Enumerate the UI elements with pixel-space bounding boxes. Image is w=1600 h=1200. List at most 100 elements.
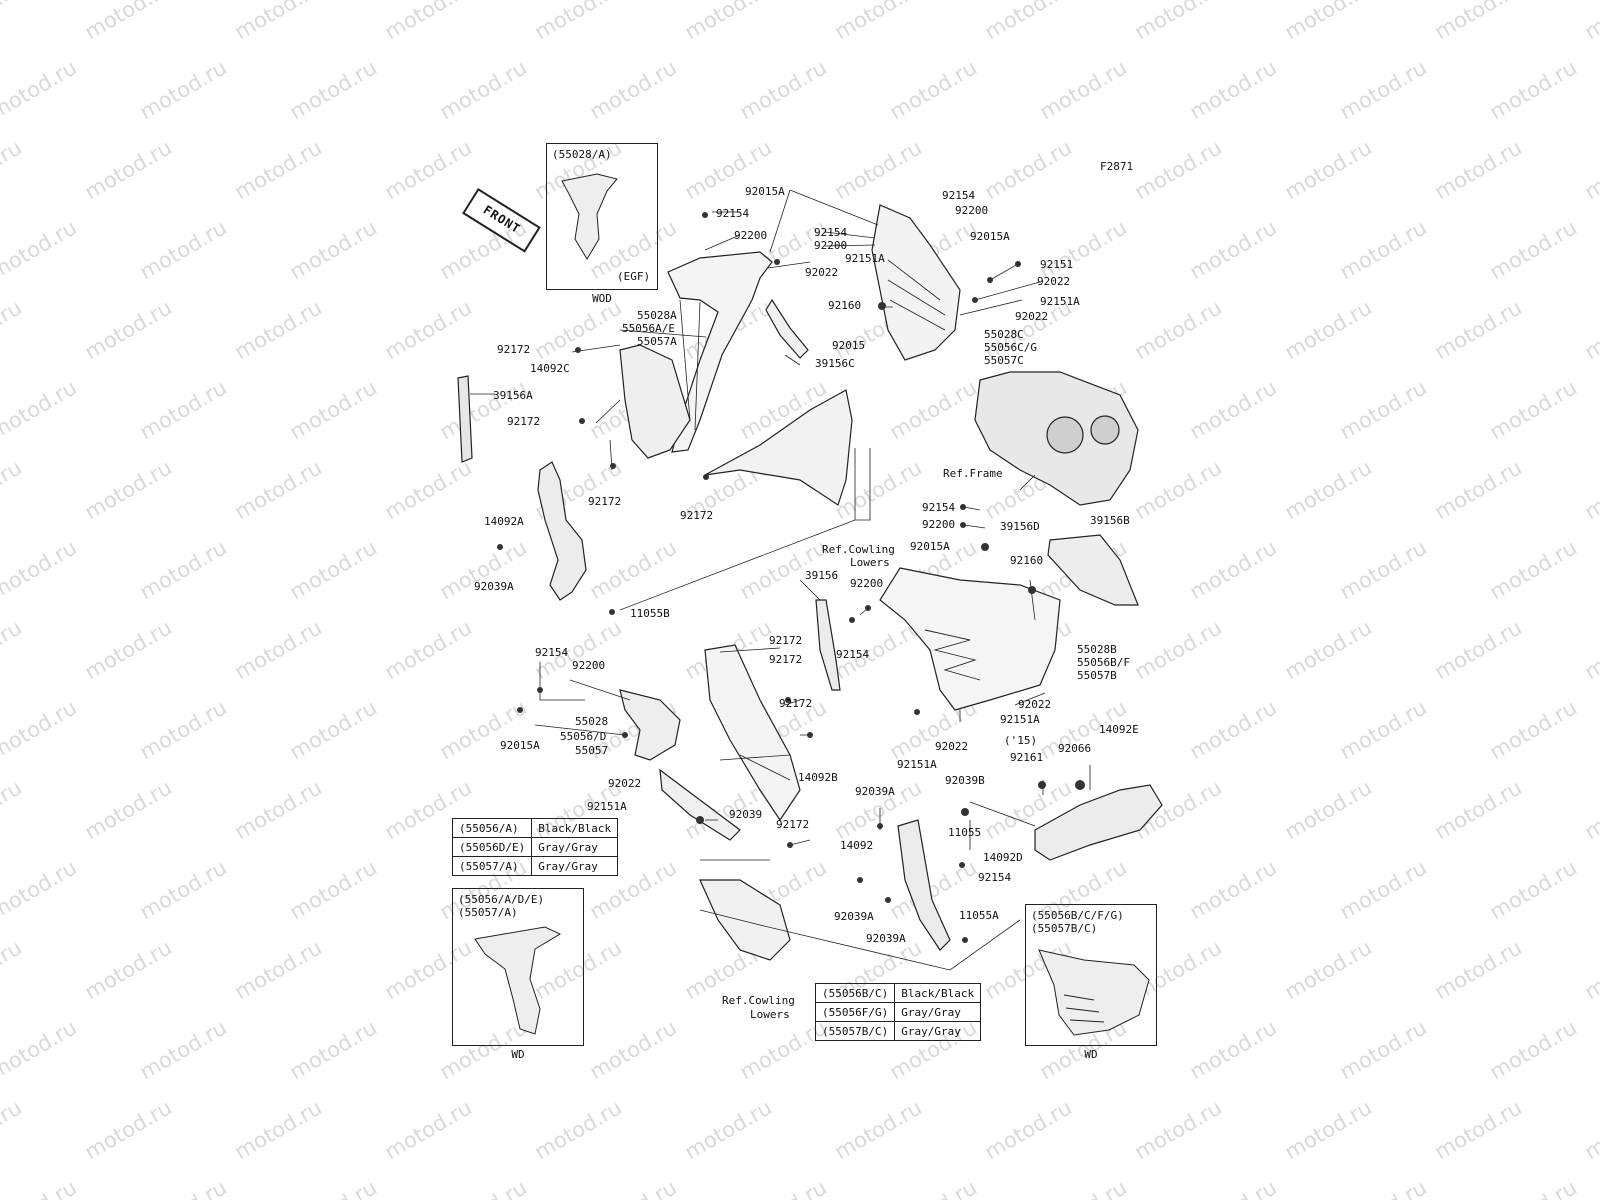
strip-39156c-shape — [765, 298, 809, 359]
part-label: 92154 — [942, 189, 976, 202]
strip-39156-shape — [815, 599, 841, 691]
part-label: 55057C — [984, 354, 1024, 367]
part-label: 39156D — [1000, 520, 1040, 533]
table-cell: (55056D/E) — [451, 837, 533, 857]
table-cell: Black/Black — [894, 983, 982, 1003]
part-label: 92200 — [955, 204, 989, 217]
inset-right-box: (55056B/C/F/G) (55057B/C) WD — [1025, 904, 1157, 1061]
part-label: 92200 — [922, 518, 956, 531]
part-label: 92039A — [834, 910, 874, 923]
part-label: Lowers — [750, 1008, 790, 1021]
part-label: 92154 — [922, 501, 956, 514]
part-label: 92039B — [945, 774, 985, 787]
table-cell: Black/Black — [531, 818, 619, 838]
inset-right-foot: WD — [1084, 1048, 1098, 1061]
part-label: 55028 — [575, 715, 609, 728]
part-label: 92172 — [776, 818, 810, 831]
inset-top-sub: (EGF) — [617, 270, 651, 283]
part-label: 92015A — [970, 230, 1010, 243]
table-cell: (55056B/C) — [814, 983, 896, 1003]
fastener-dots — [497, 212, 1085, 943]
part-label: 55056B/F — [1077, 656, 1130, 669]
part-label: Ref.Cowling — [722, 994, 795, 1007]
part-label: 11055A — [959, 909, 999, 922]
upper-right-fairing-shape — [871, 204, 961, 361]
part-label: 92015A — [500, 739, 540, 752]
bracket-14092-shape — [897, 819, 951, 951]
part-label: 14092D — [983, 851, 1023, 864]
part-label: 92172 — [779, 697, 813, 710]
table-cell: (55056/A) — [451, 818, 533, 838]
part-label: 55057B — [1077, 669, 1117, 682]
part-label: 14092B — [798, 771, 838, 784]
inset-top-part-shape — [561, 173, 618, 260]
part-label: 14092C — [530, 362, 570, 375]
part-label: 92172 — [769, 634, 803, 647]
part-label: 92172 — [507, 415, 541, 428]
part-label: 92172 — [588, 495, 622, 508]
inset-left-foot: WD — [511, 1048, 525, 1061]
left-small-cowl-shape — [619, 689, 681, 761]
color-table-right: (55056B/C)Black/Black (55056F/G)Gray/Gra… — [814, 983, 982, 1041]
part-label: 55028B — [1077, 643, 1117, 656]
part-label: 39156C — [815, 357, 855, 370]
table-cell: Gray/Gray — [531, 837, 619, 857]
inset-right-caption: (55056B/C/F/G) (55057B/C) — [1031, 909, 1124, 935]
part-label: 92022 — [1018, 698, 1052, 711]
part-label: Lowers — [850, 556, 890, 569]
color-table-left: (55056/A)Black/Black (55056D/E)Gray/Gray… — [451, 818, 619, 876]
panel-14092b-shape — [659, 768, 741, 841]
part-label: 55056C/G — [984, 341, 1037, 354]
part-label: 55028A — [637, 309, 677, 322]
part-label: 92022 — [1015, 310, 1049, 323]
part-label: ('15) — [1004, 734, 1038, 747]
part-label: 92151A — [1040, 295, 1080, 308]
part-label: Ref.Frame — [943, 467, 1003, 480]
part-label: 92022 — [608, 777, 642, 790]
part-label: 92154 — [814, 226, 848, 239]
table-cell: Gray/Gray — [894, 1021, 982, 1041]
part-label: 92161 — [1010, 751, 1044, 764]
table-row: (55056F/G)Gray/Gray — [814, 1002, 982, 1022]
part-label: 55057 — [575, 744, 609, 757]
part-label: 92039A — [474, 580, 514, 593]
part-label: 14092E — [1099, 723, 1139, 736]
part-label: 92200 — [572, 659, 606, 672]
left-lower-cowl-shape — [704, 644, 801, 822]
part-label: 92022 — [805, 266, 839, 279]
upper-left-fairing-shape — [667, 251, 773, 453]
part-label: 55056A/E — [622, 322, 675, 335]
part-label: 55056/D — [560, 730, 607, 743]
part-label: 92154 — [978, 871, 1012, 884]
inset-right-part-shape — [1038, 949, 1150, 1036]
part-label: 92039A — [866, 932, 906, 945]
inset-left-part-shape — [474, 926, 562, 1035]
part-label: 55057A — [637, 335, 677, 348]
part-label: 92172 — [680, 509, 714, 522]
inset-top-box: (55028/A) (EGF) WOD — [546, 143, 658, 305]
part-label: 92015 — [832, 339, 866, 352]
part-label: 55028C — [984, 328, 1024, 341]
part-label: 92022 — [1037, 275, 1071, 288]
part-label: 11055B — [630, 607, 670, 620]
table-cell: Gray/Gray — [531, 856, 619, 876]
part-label: 92160 — [1010, 554, 1044, 567]
right-lower-cowl-shape — [879, 567, 1061, 711]
part-label: 92151A — [1000, 713, 1040, 726]
part-label: 92066 — [1058, 742, 1092, 755]
inner-panel-14092c-shape — [619, 344, 691, 459]
part-label: 92200 — [814, 239, 848, 252]
part-label: 92172 — [769, 653, 803, 666]
panel-39156b-shape — [1047, 534, 1139, 606]
bracket-14092a-shape — [537, 461, 587, 601]
part-label: 92160 — [828, 299, 862, 312]
part-label: 14092 — [840, 839, 874, 852]
part-label: 92039 — [729, 808, 763, 821]
center-panel-shape — [704, 389, 853, 506]
table-cell: (55057B/C) — [814, 1021, 896, 1041]
part-label: 92151A — [587, 800, 627, 813]
part-label: 92039A — [855, 785, 895, 798]
table-row: (55056D/E)Gray/Gray — [451, 837, 619, 857]
inset-top-foot: WOD — [592, 292, 612, 305]
table-row: (55057B/C)Gray/Gray — [814, 1021, 982, 1041]
